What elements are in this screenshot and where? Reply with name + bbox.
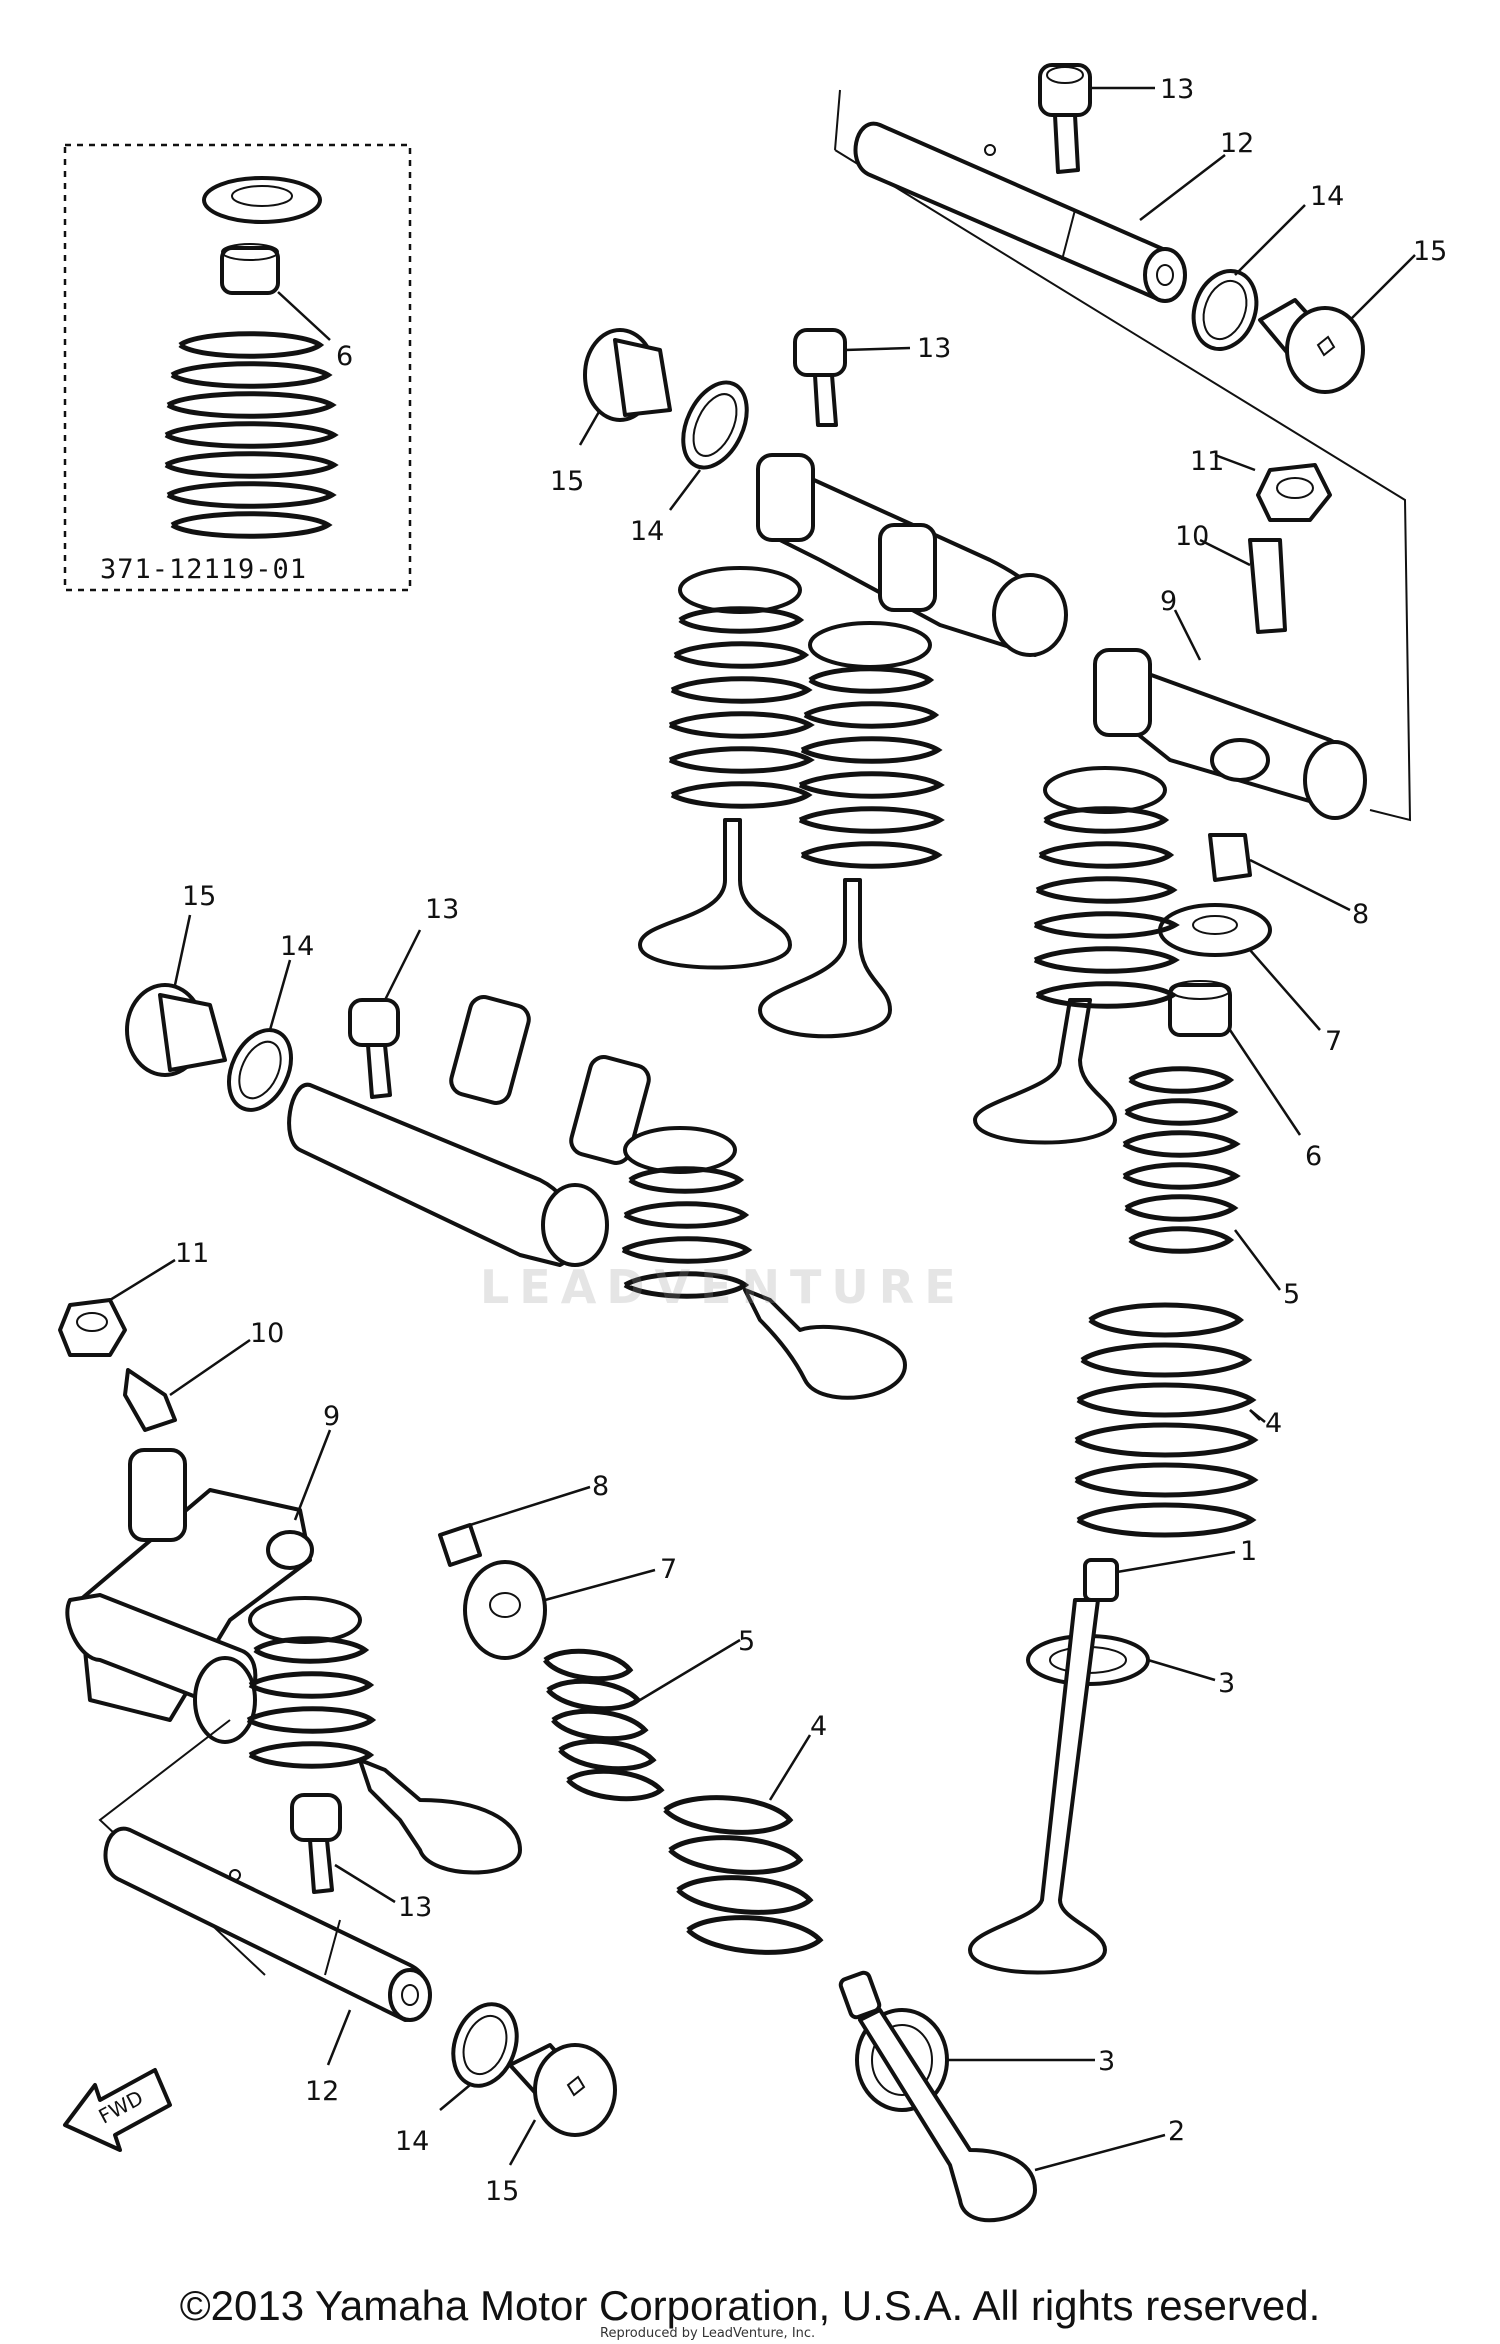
part-label-11b: 11 — [175, 1238, 209, 1269]
upper-rocker-assembly: 13 12 14 15 — [834, 63, 1447, 822]
part-label-14d: 14 — [395, 2126, 429, 2157]
copyright-footer: ©2013 Yamaha Motor Corporation, U.S.A. A… — [179, 2282, 1321, 2329]
lower-left-assembly: 11 10 9 13 12 14 — [58, 1238, 617, 2207]
inset-part-number: 371-12119-01 — [100, 554, 307, 585]
fwd-arrow-icon: FWD — [63, 2068, 172, 2152]
part-label-15a: 15 — [1413, 236, 1447, 267]
part-label-9a: 9 — [1160, 586, 1177, 617]
part-label-13c: 13 — [425, 894, 459, 925]
part-label-2: 2 — [1168, 2116, 1185, 2147]
part-label-14a: 14 — [1310, 181, 1344, 212]
part-label-12a: 12 — [1220, 128, 1254, 159]
part-label-8b: 8 — [592, 1471, 609, 1502]
part-label-1: 1 — [1240, 1536, 1257, 1567]
part-label-6b: 6 — [1305, 1141, 1322, 1172]
watermark: LEADVENTURE — [480, 1260, 966, 1314]
part-label-15d: 15 — [485, 2176, 519, 2207]
part-label-7b: 7 — [660, 1554, 677, 1585]
part-label-13a: 13 — [1160, 74, 1194, 105]
inset-box: 6 371-12119-01 — [63, 143, 412, 592]
middle-left-assembly: 15 14 13 — [125, 881, 907, 1400]
part-label-6: 6 — [336, 341, 353, 372]
part-label-15c: 15 — [182, 881, 216, 912]
part-label-4a: 4 — [1265, 1408, 1282, 1439]
part-label-7a: 7 — [1325, 1026, 1342, 1057]
part-label-13b: 13 — [917, 333, 951, 364]
repro-note: Reproduced by LeadVenture, Inc. — [600, 2326, 816, 2341]
part-label-12b: 12 — [305, 2076, 339, 2107]
part-label-3b: 3 — [1098, 2046, 1115, 2077]
part-label-10a: 10 — [1175, 521, 1209, 552]
upper-center-assembly: 15 14 13 — [550, 328, 1068, 1039]
part-label-14c: 14 — [280, 931, 314, 962]
part-label-13d: 13 — [398, 1892, 432, 1923]
part-label-11a: 11 — [1190, 446, 1224, 477]
part-label-3a: 3 — [1218, 1668, 1235, 1699]
part-label-9b: 9 — [323, 1401, 340, 1432]
part-label-5a: 5 — [1283, 1279, 1300, 1310]
part-label-15b: 15 — [550, 466, 584, 497]
right-valve-stack: 11 10 9 8 7 6 5 4 — [968, 446, 1369, 1975]
part-label-8a: 8 — [1352, 899, 1369, 930]
part-label-14b: 14 — [630, 516, 664, 547]
part-label-4b: 4 — [810, 1711, 827, 1742]
upper-valve-springs — [638, 566, 945, 1039]
part-label-10b: 10 — [250, 1318, 284, 1349]
inset-spring — [164, 331, 339, 539]
lower-center-valve-stack: 8 7 5 4 3 2 — [438, 1471, 1185, 2223]
part-label-5b: 5 — [738, 1626, 755, 1657]
